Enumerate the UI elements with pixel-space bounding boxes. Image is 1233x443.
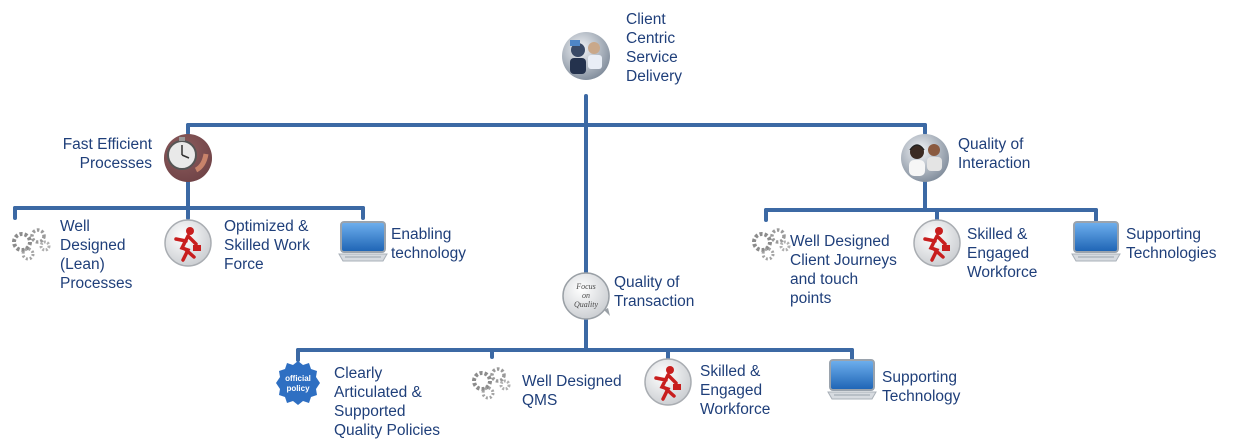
client-journeys-label: Well Designed Client Journeys and touch … [790, 233, 897, 307]
interaction-skilled-workforce-label: Skilled & Engaged Workforce [967, 226, 1038, 281]
gears-icon [752, 228, 791, 261]
monitor-icon [1071, 221, 1121, 262]
gears-icon [12, 228, 51, 261]
svg-text:on: on [582, 291, 590, 300]
people-photo-icon [562, 32, 610, 80]
quality-of-interaction-label: Quality of Interaction [958, 136, 1031, 172]
monitor-icon [338, 221, 388, 262]
svg-text:Focus: Focus [575, 282, 596, 291]
supporting-technology-label: Supporting Technology [882, 369, 961, 405]
official-policy-badge-icon: official policy [276, 361, 320, 405]
fast-efficient-processes-label: Fast Efficient Processes [62, 136, 152, 172]
stopwatch-photo-icon [164, 134, 212, 182]
focus-on-quality-icon: Focus on Quality [562, 272, 610, 320]
quality-of-transaction-label: Quality of Transaction [614, 274, 695, 310]
monitor-icon [827, 359, 877, 400]
lean-processes-label: Well Designed (Lean) Processes [60, 218, 133, 292]
connectors [13, 94, 1098, 362]
well-designed-qms-label: Well Designed QMS [522, 373, 622, 409]
running-person-icon [644, 358, 692, 406]
transaction-skilled-workforce-label: Skilled & Engaged Workforce [700, 363, 771, 418]
svg-text:Quality: Quality [574, 300, 598, 309]
gears-icon [472, 367, 511, 400]
running-person-icon [913, 219, 961, 267]
root-label: Client Centric Service Delivery [626, 11, 682, 85]
svg-text:policy: policy [286, 384, 310, 393]
supporting-technologies-label: Supporting Technologies [1126, 226, 1217, 262]
quality-policies-label: Clearly Articulated & Supported Quality … [334, 365, 440, 439]
running-person-icon [164, 219, 212, 267]
enabling-technology-label: Enabling technology [391, 226, 466, 262]
optimized-workforce-label: Optimized & Skilled Work Force [224, 218, 310, 273]
call-center-photo-icon [901, 134, 949, 182]
svg-text:official: official [285, 374, 311, 383]
